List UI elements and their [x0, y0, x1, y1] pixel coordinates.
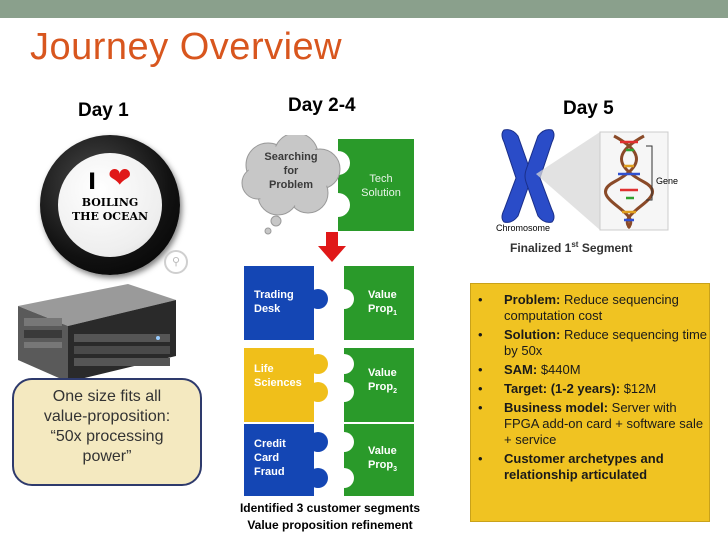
callout-line-1: One size fits all [52, 388, 162, 405]
segment-2-line-2: Sciences [254, 377, 302, 389]
value-prop-3-prop: Prop [368, 459, 394, 471]
value-prop-2: Value Prop2 [368, 366, 397, 399]
fact-text: Reduce sequencing time by 50x [504, 327, 708, 358]
value-prop-1-prop: Prop [368, 303, 394, 315]
cloud-line-1: Searching [264, 151, 318, 163]
chromosome-label: Chromosome [496, 223, 551, 233]
fact-item: • Target: (1-2 years): $12M [474, 381, 710, 397]
fact-key: Business model: [504, 400, 609, 415]
segment-label-2: Life Sciences [254, 362, 302, 390]
chromosome-dna-image [501, 129, 669, 231]
badge-face [58, 153, 162, 257]
segment-label-3: Credit Card Fraud [254, 437, 286, 479]
segment-3-line-1: Credit [254, 438, 286, 450]
cloud-line-3: Problem [268, 179, 313, 191]
value-prop-3-line-1: Value [368, 445, 397, 457]
magnifier-icon: ⚲ [164, 250, 188, 274]
segment-label-1: Trading Desk [254, 288, 294, 316]
heart-icon: ❤ [108, 162, 132, 193]
tech-line-1: Tech [369, 173, 393, 185]
fact-item: • Solution: Reduce sequencing time by 50x [474, 327, 710, 359]
segment-3-line-3: Fraud [254, 466, 285, 478]
badge-line-1: BOILING [81, 196, 139, 209]
fact-text: Server with FPGA add-on card + software … [504, 400, 704, 447]
segment-1-line-2: Desk [254, 303, 281, 315]
fact-key: Problem: [504, 292, 561, 307]
fact-key: Solution: [504, 327, 561, 342]
callout-line-3: “50x processing [50, 428, 164, 445]
segment-label-sup: st [571, 240, 579, 249]
callout-box [12, 378, 202, 486]
bullet-icon: • [478, 451, 483, 466]
fact-text: Reduce sequencing computation cost [504, 292, 679, 323]
bullet-icon: • [478, 327, 483, 342]
badge-line-2: THE OCEAN [71, 210, 149, 223]
value-prop-3-sub: 3 [393, 466, 397, 474]
fact-key: Target: (1-2 years): [504, 381, 621, 396]
value-prop-2-sub: 2 [393, 388, 397, 396]
facts-box [470, 283, 710, 522]
callout-text: One size fits all value-proposition: “50… [12, 387, 202, 467]
day5-heading: Day 5 [563, 98, 614, 119]
segment-puzzle-life-sciences [244, 348, 414, 422]
segment-3-line-2: Card [254, 452, 280, 464]
down-arrow-icon [318, 232, 346, 262]
tech-line-2: Solution [361, 187, 401, 199]
gene-label: Gene [656, 176, 679, 186]
caption-line-1: Identified 3 customer segments [239, 501, 421, 515]
segment-label-suffix: Segment [578, 241, 633, 255]
header-bar [0, 0, 728, 18]
fact-item: • Problem: Reduce sequencing computation … [474, 292, 710, 324]
badge-text: BOILING THE OCEAN [70, 196, 150, 224]
callout-line-2: value-proposition: [43, 408, 171, 425]
value-prop-2-prop: Prop [368, 381, 394, 393]
cloud-text: Searching for Problem [258, 150, 324, 192]
search-puzzle [241, 135, 414, 235]
callout-line-4: power” [82, 448, 132, 465]
badge-letter-i: I [88, 170, 97, 195]
facts-list: • Problem: Reduce sequencing computation … [474, 292, 710, 486]
segment-puzzle-trading [244, 266, 414, 340]
bullet-icon: • [478, 292, 483, 307]
segment-label-prefix: Finalized 1 [510, 241, 572, 255]
day24-caption: Identified 3 customer segments Value pro… [215, 500, 445, 534]
caption-line-2: Value proposition refinement [247, 518, 413, 532]
segment-puzzle-credit-card [244, 424, 414, 496]
bullet-icon: • [478, 381, 483, 396]
value-prop-3: Value Prop3 [368, 444, 397, 477]
fact-key: SAM: [504, 362, 538, 377]
value-prop-1-sub: 1 [393, 310, 397, 318]
fact-text: $12M [620, 381, 657, 396]
bullet-icon: • [478, 400, 483, 415]
day24-heading: Day 2-4 [288, 95, 356, 116]
server-image [18, 284, 176, 382]
fact-item: • Business model: Server with FPGA add-on… [474, 400, 710, 448]
cloud-line-2: for [283, 165, 299, 177]
tech-solution-label: Tech Solution [354, 172, 408, 200]
fact-text: $440M [537, 362, 581, 377]
finalized-segment-label: Finalized 1st Segment [510, 240, 633, 255]
fact-item: • SAM: $440M [474, 362, 710, 378]
value-prop-2-line-1: Value [368, 367, 397, 379]
fact-item: • Customer archetypes and relationship ar… [474, 451, 710, 483]
fact-key: Customer archetypes and relationship art… [504, 451, 664, 482]
day1-heading: Day 1 [78, 100, 129, 121]
value-prop-1-line-1: Value [368, 289, 397, 301]
value-prop-1: Value Prop1 [368, 288, 397, 321]
bullet-icon: • [478, 362, 483, 377]
slide-title: Journey Overview [30, 26, 343, 68]
segment-2-line-1: Life [254, 363, 274, 375]
segment-1-line-1: Trading [254, 289, 294, 301]
